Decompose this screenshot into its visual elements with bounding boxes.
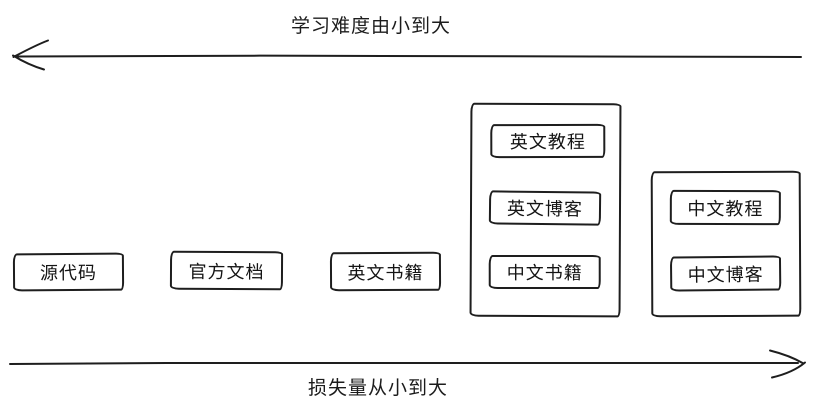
top-axis-label: 学习难度由小到大 <box>291 16 452 37</box>
box-english-blogs: 英文博客 <box>488 190 602 226</box>
box-source-code: 源代码 <box>12 252 125 292</box>
box-english-books: 英文书籍 <box>329 251 442 292</box>
bottom-axis-label: 损失量从小到大 <box>308 378 449 399</box>
box-chinese-blogs: 中文博客 <box>669 255 782 292</box>
group-box-english-advanced: 英文教程 英文博客 中文书籍 <box>469 102 622 318</box>
box-chinese-tutorials: 中文教程 <box>669 189 781 226</box>
box-chinese-books: 中文书籍 <box>488 254 601 290</box>
box-english-tutorials: 英文教程 <box>490 123 606 159</box>
group-box-chinese: 中文教程 中文博客 <box>650 170 802 318</box>
box-official-docs: 官方文档 <box>169 250 284 291</box>
difficulty-arrow-left <box>12 39 802 71</box>
